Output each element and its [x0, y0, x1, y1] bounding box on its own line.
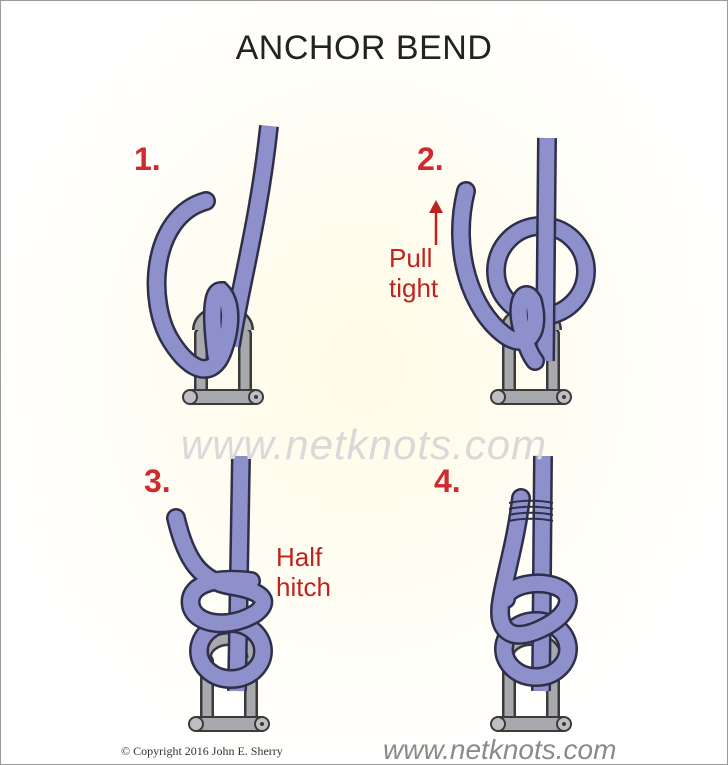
- page-title: ANCHOR BEND: [235, 29, 493, 67]
- copyright-notice: © Copyright 2016 John E. Sherry: [121, 744, 283, 758]
- half-hitch-line-1: Half: [276, 542, 323, 572]
- step-number-3: 3.: [144, 463, 171, 499]
- step-number-1: 1.: [134, 141, 161, 177]
- site-link[interactable]: www.netknots.com: [383, 734, 617, 765]
- step-number-2: 2.: [417, 141, 444, 177]
- seizing-wrap-icon: [508, 499, 554, 522]
- pull-tight-note: Pull tight: [389, 243, 438, 303]
- arrowhead-icon: [429, 200, 443, 213]
- step-2-illustration: [429, 137, 596, 404]
- half-hitch-note: Half hitch: [276, 542, 331, 602]
- step-3-illustration: [166, 455, 269, 731]
- step-1-illustration: [146, 124, 279, 404]
- half-hitch-line-2: hitch: [276, 572, 331, 602]
- pull-tight-line-1: Pull: [389, 243, 433, 273]
- watermark: www.netknots.com: [180, 421, 548, 468]
- step-number-4: 4.: [434, 463, 461, 499]
- step-4-illustration: [491, 455, 578, 731]
- pull-tight-line-2: tight: [389, 273, 439, 303]
